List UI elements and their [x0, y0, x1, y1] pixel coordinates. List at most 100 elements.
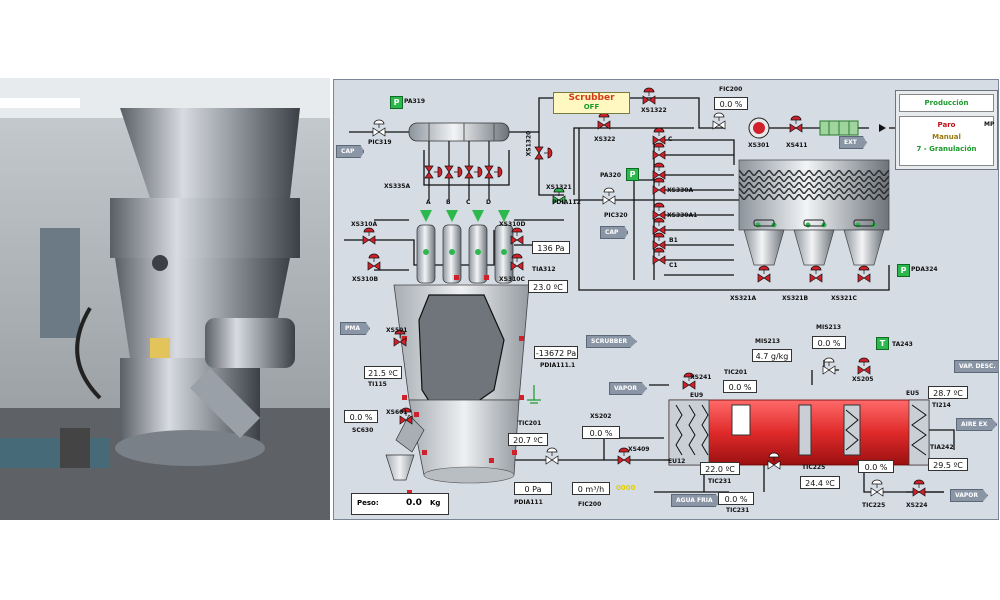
valve-14[interactable]: [789, 115, 803, 133]
ext-button[interactable]: EXT: [839, 136, 867, 149]
aire-ex-button[interactable]: AIRE EX: [956, 418, 998, 431]
valve-34[interactable]: [767, 452, 781, 470]
valve-symbols: [362, 87, 926, 497]
value-ti214: 28.7 ºC: [928, 386, 968, 399]
valve-4[interactable]: [484, 165, 503, 179]
tag-pa319: PA319: [404, 98, 426, 105]
tag-eu9: EU9: [690, 392, 704, 399]
value-mis213-gkg: 4.7 g/kg: [752, 349, 792, 362]
tag-pic319: PIC319: [368, 139, 392, 146]
valve-22[interactable]: [652, 232, 666, 250]
weight-display: Peso: 0.0 Kg: [351, 493, 449, 515]
valve-1[interactable]: [424, 165, 443, 179]
value-sc630[interactable]: 0.0 %: [344, 410, 378, 423]
valve-29[interactable]: [545, 447, 559, 465]
value-tic201b[interactable]: 0.0 %: [723, 380, 757, 393]
valve-16[interactable]: [652, 127, 666, 145]
valve-2[interactable]: [444, 165, 463, 179]
tag-b1: B1: [669, 237, 678, 244]
tag-tic201: TIC201: [518, 420, 542, 427]
mode-paro[interactable]: Paro: [937, 121, 956, 129]
tag-pic320: PIC320: [604, 212, 628, 219]
vap-desc-button[interactable]: VAP. DESC.: [954, 360, 998, 373]
tag-xs409: XS409: [628, 446, 650, 453]
value-pdia111: 0 Pa: [514, 482, 552, 495]
valve-35[interactable]: [870, 479, 884, 497]
valve-8[interactable]: [510, 253, 524, 271]
valve-27[interactable]: [393, 329, 407, 347]
fic200-setpoint: 0000: [616, 484, 636, 492]
value-mis213-pct[interactable]: 0.0 %: [812, 336, 846, 349]
tag-mis213b: MIS213: [816, 324, 842, 331]
tag-pda324: PDA324: [911, 266, 938, 273]
pma-button[interactable]: PMA: [340, 322, 371, 335]
valve-28[interactable]: [399, 407, 413, 425]
valve-7[interactable]: [510, 227, 524, 245]
valve-18[interactable]: [652, 162, 666, 180]
value-fic200[interactable]: 0 m³/h: [572, 482, 610, 495]
cap-left-button[interactable]: CAP: [336, 145, 365, 158]
value-tic225b[interactable]: 0.0 %: [858, 460, 894, 473]
valve-19[interactable]: [652, 177, 666, 195]
valve-15[interactable]: [602, 187, 616, 205]
valve-11[interactable]: [642, 87, 656, 105]
value-tia312: 23.0 ºC: [528, 280, 568, 293]
scrubber-state: OFF: [583, 103, 600, 111]
value-tia242: 29.5 ºC: [928, 458, 968, 471]
valve-31[interactable]: [682, 372, 696, 390]
tag-xs335a: XS335A: [384, 183, 411, 190]
valve-17[interactable]: [652, 142, 666, 160]
valve-0[interactable]: [372, 119, 386, 137]
tag-xs321b: XS321B: [782, 295, 809, 302]
valve-10[interactable]: [552, 187, 566, 205]
valve-12[interactable]: [597, 112, 611, 130]
p-marker-pa320[interactable]: P: [626, 168, 639, 181]
valve-13[interactable]: [712, 112, 726, 130]
valve-24[interactable]: [757, 265, 771, 283]
value-xs202[interactable]: 0.0 %: [582, 426, 620, 439]
mp-label: MP: [984, 121, 995, 128]
t-marker-ta243[interactable]: T: [876, 337, 889, 350]
mode-box: Paro Manual 7 - Granulación: [899, 116, 994, 166]
tag-a: A: [426, 199, 431, 206]
value-fic200-top[interactable]: 0.0 %: [714, 97, 748, 110]
tag-ta243: TA243: [892, 341, 913, 348]
valve-32[interactable]: [822, 357, 836, 375]
value-ti115: 21.5 ºC: [364, 366, 402, 379]
tag-sc630: SC630: [352, 427, 374, 434]
p-marker-pa319[interactable]: P: [390, 96, 403, 109]
valve-36[interactable]: [912, 479, 926, 497]
valve-25[interactable]: [809, 265, 823, 283]
scrubber-button[interactable]: SCRUBBER: [586, 335, 638, 348]
value-tic231: 22.0 ºC: [700, 462, 740, 475]
value-tic225: 24.4 ºC: [800, 476, 840, 489]
valve-5[interactable]: [362, 227, 376, 245]
value-tic231b[interactable]: 0.0 %: [718, 492, 754, 505]
cap-mid-button[interactable]: CAP: [600, 226, 629, 239]
valve-23[interactable]: [652, 247, 666, 265]
value-tic201[interactable]: 20.7 ºC: [508, 433, 548, 446]
mode-production[interactable]: Producción: [899, 94, 994, 112]
valve-21[interactable]: [652, 217, 666, 235]
p-marker-pda324[interactable]: P: [897, 264, 910, 277]
tag-xs202: XS202: [590, 413, 612, 420]
tag-xs310d: XS310D: [499, 221, 526, 228]
valve-9[interactable]: [534, 146, 553, 160]
valve-3[interactable]: [464, 165, 483, 179]
scrubber-indicator[interactable]: Scrubber OFF: [553, 92, 630, 114]
agua-fria-button[interactable]: AGUA FRIA: [671, 494, 723, 507]
tag-xs310b: XS310B: [352, 276, 379, 283]
valve-20[interactable]: [652, 202, 666, 220]
vapor-left-button[interactable]: VAPOR: [609, 382, 647, 395]
tag-ti115: TI115: [368, 381, 387, 388]
valve-26[interactable]: [857, 265, 871, 283]
tag-tic225: TIC225: [802, 464, 826, 471]
tag-eu12: EU12: [668, 458, 686, 465]
hmi-panel: Scrubber OFF Producción Paro Manual 7 - …: [333, 79, 999, 520]
vapor-right-button[interactable]: VAPOR: [950, 489, 988, 502]
valve-6[interactable]: [367, 253, 381, 271]
tag-d: D: [486, 199, 491, 206]
valve-30[interactable]: [617, 447, 631, 465]
valve-33[interactable]: [857, 357, 871, 375]
mode-manual[interactable]: Manual: [932, 133, 961, 141]
